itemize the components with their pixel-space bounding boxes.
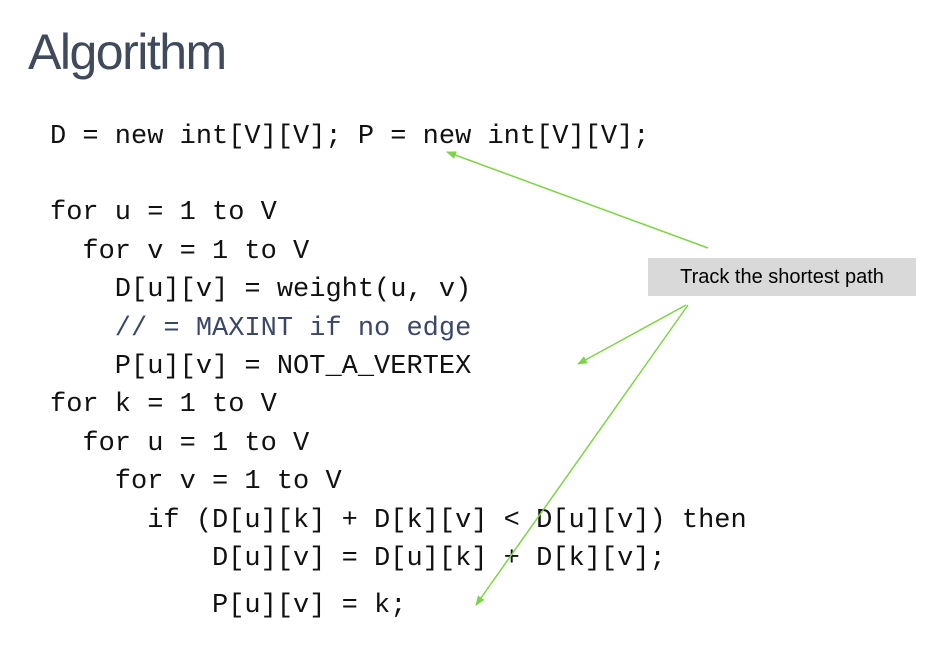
code-line-init-weight: D[u][v] = weight(u, v) <box>50 275 472 305</box>
slide-title: Algorithm <box>28 24 227 80</box>
code-line-update-path: P[u][v] = k; <box>50 591 407 621</box>
code-line-allocate: D = new int[V][V]; P = new int[V][V]; <box>50 122 650 152</box>
code-line-for-u-inner: for u = 1 to V <box>50 429 310 459</box>
code-line-update-dist: D[u][v] = D[u][k] + D[k][v]; <box>50 544 666 574</box>
callout-box: Track the shortest path <box>648 258 916 296</box>
code-line-comment: // = MAXINT if no edge <box>50 314 472 344</box>
code-line-if: if (D[u][k] + D[k][v] < D[u][v]) then <box>50 506 747 536</box>
code-line-init-path: P[u][v] = NOT_A_VERTEX <box>50 352 472 382</box>
code-line-for-u: for u = 1 to V <box>50 198 277 228</box>
code-line-for-v-inner: for v = 1 to V <box>50 467 342 497</box>
code-line-for-k: for k = 1 to V <box>50 390 277 420</box>
code-line-for-v: for v = 1 to V <box>50 237 310 267</box>
